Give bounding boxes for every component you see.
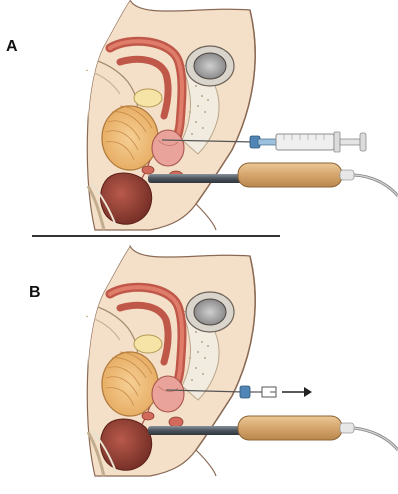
panel-a-anatomy — [86, 0, 255, 230]
panel-b-anatomy — [86, 246, 255, 476]
right-arrow-icon — [282, 387, 312, 397]
